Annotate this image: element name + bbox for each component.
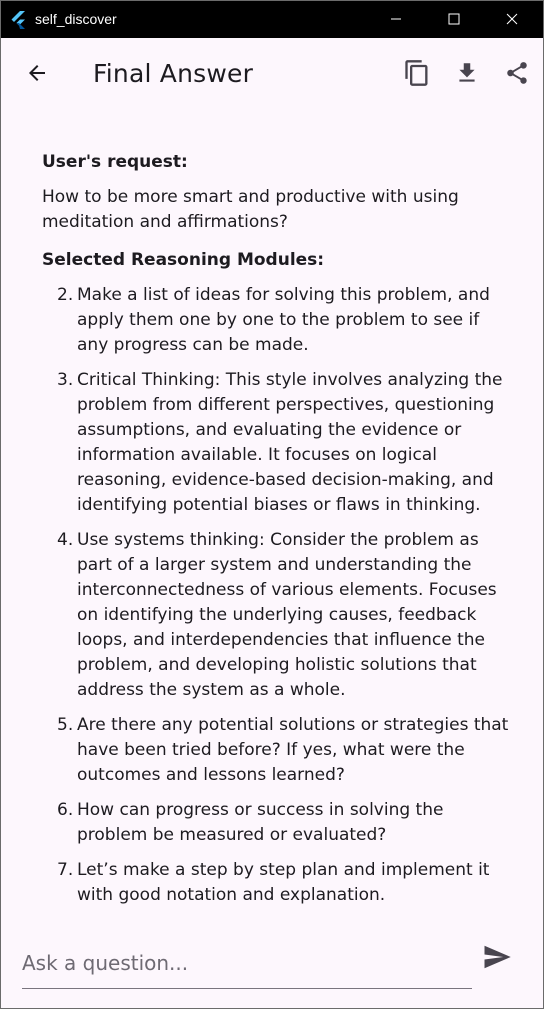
share-button[interactable] — [497, 55, 537, 95]
list-item-text: Are there any potential solutions or str… — [77, 715, 509, 785]
download-icon — [454, 60, 480, 90]
window-titlebar[interactable]: self_discover — [1, 1, 543, 38]
close-icon — [506, 10, 518, 29]
list-item: 3.Critical Thinking: This style involves… — [42, 368, 512, 518]
minimize-icon — [390, 10, 402, 29]
list-item-number: 2. — [57, 285, 74, 305]
list-item: 7.Let’s make a step by step plan and imp… — [42, 858, 512, 908]
list-item-text: Make a list of ideas for solving this pr… — [77, 285, 490, 355]
request-text: How to be more smart and productive with… — [42, 187, 459, 232]
list-item-text: Critical Thinking: This style involves a… — [77, 370, 503, 515]
question-field — [22, 939, 472, 989]
list-item-text: How can progress or success in solving t… — [77, 800, 444, 845]
window-title: self_discover — [35, 11, 117, 27]
send-button[interactable] — [477, 939, 517, 979]
download-button[interactable] — [447, 55, 487, 95]
list-item-number: 6. — [57, 800, 74, 820]
minimize-button[interactable] — [367, 1, 425, 38]
question-input[interactable] — [22, 947, 462, 979]
flutter-logo-icon — [11, 11, 27, 29]
maximize-button[interactable] — [425, 1, 483, 38]
page-title: Final Answer — [93, 59, 254, 88]
back-button[interactable] — [17, 55, 57, 95]
request-heading: User's request: — [42, 152, 188, 172]
list-item-text: Use systems thinking: Consider the probl… — [77, 530, 497, 700]
send-icon — [482, 942, 512, 976]
modules-list: 2.Make a list of ideas for solving this … — [42, 283, 512, 908]
list-item: 2.Make a list of ideas for solving this … — [42, 283, 512, 358]
list-item: 6.How can progress or success in solving… — [42, 798, 512, 848]
list-item-text: Let’s make a step by step plan and imple… — [77, 860, 490, 905]
list-item-number: 3. — [57, 370, 74, 390]
close-button[interactable] — [483, 1, 541, 38]
maximize-icon — [448, 10, 460, 29]
share-icon — [504, 60, 530, 90]
answer-content: User's request: How to be more smart and… — [42, 149, 512, 918]
list-item-number: 5. — [57, 715, 74, 735]
list-item-number: 7. — [57, 860, 74, 880]
list-item: 4.Use systems thinking: Consider the pro… — [42, 528, 512, 703]
copy-icon — [403, 59, 431, 91]
arrow-back-icon — [25, 61, 49, 89]
app-bar: Final Answer — [1, 39, 543, 111]
modules-heading: Selected Reasoning Modules: — [42, 250, 325, 270]
list-item: 5.Are there any potential solutions or s… — [42, 713, 512, 788]
list-item-number: 4. — [57, 530, 74, 550]
copy-button[interactable] — [397, 55, 437, 95]
